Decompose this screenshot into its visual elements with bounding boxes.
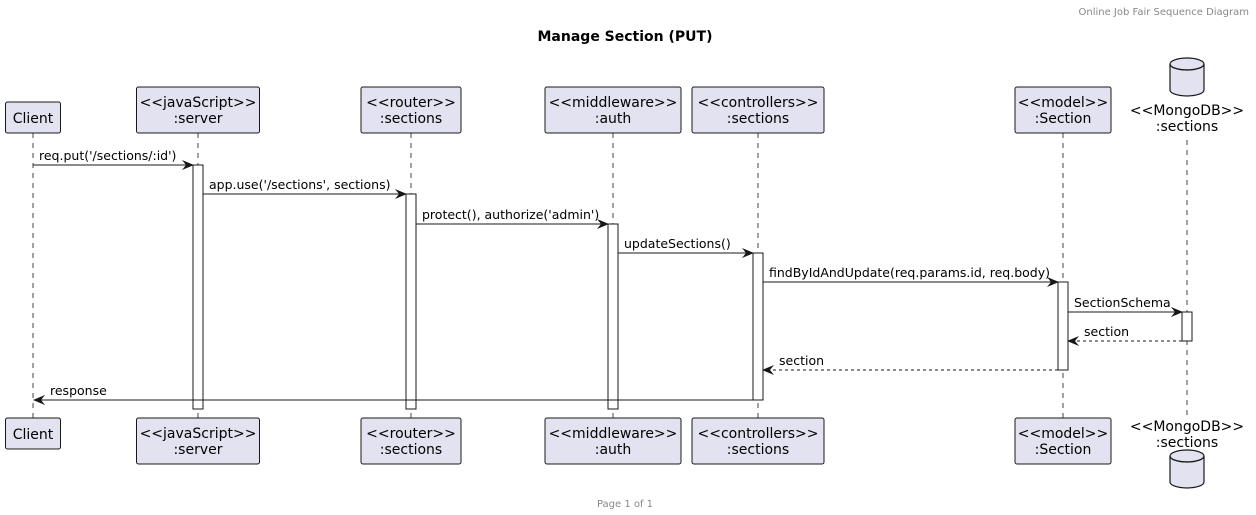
message-label-9: response [50, 383, 107, 398]
activation-bar-server [192, 164, 204, 410]
message-label-7: section [1084, 324, 1129, 339]
participant-box-auth-bottom [544, 417, 682, 465]
participant-model-top-line-2: :Section [1035, 111, 1092, 127]
message-label-2: app.use('/sections', sections) [209, 177, 390, 192]
participant-model-top-line-1: <<model>> [1018, 95, 1109, 111]
participant-auth-bottom-line-1: <<middleware>> [549, 426, 678, 442]
participant-controller-bottom-line-2: :sections [727, 442, 789, 458]
participant-db-top-line-1: <<MongoDB>> [1130, 103, 1244, 119]
activation-bar-db [1181, 311, 1193, 342]
participant-box-router-top [360, 86, 462, 134]
participant-router-bottom-line-1: <<router>> [366, 426, 456, 442]
message-label-3: protect(), authorize('admin') [422, 207, 599, 222]
participant-client-bottom-line-1: Client [13, 427, 54, 443]
participant-db-bottom-line-1: <<MongoDB>> [1130, 419, 1244, 435]
participant-box-controller-top [691, 86, 825, 134]
participant-controller-top-line-2: :sections [727, 111, 789, 127]
activation-bar-auth [607, 223, 619, 410]
participant-box-client-top [5, 101, 61, 134]
participant-box-model-bottom [1014, 417, 1112, 465]
participant-box-model-top [1014, 86, 1112, 134]
diagram-title: Manage Section (PUT) [538, 29, 713, 45]
participant-box-router-bottom [360, 417, 462, 465]
diagram-header: Online Job Fair Sequence Diagram [1079, 7, 1250, 18]
page-footer: Page 1 of 1 [597, 499, 653, 510]
message-label-6: SectionSchema [1074, 295, 1171, 310]
message-label-4: updateSections() [624, 236, 731, 251]
participant-box-server-bottom [136, 417, 260, 465]
message-label-8: section [779, 353, 824, 368]
message-label-1: req.put('/sections/:id') [39, 148, 176, 163]
database-icon [1169, 449, 1205, 489]
database-icon [1169, 57, 1205, 97]
participant-server-top-line-1: <<javaScript>> [140, 95, 257, 111]
participant-box-server-top [136, 86, 260, 134]
participant-client-top-line-1: Client [13, 111, 54, 127]
activation-bar-router [405, 193, 417, 410]
participant-router-top-line-2: :sections [380, 111, 442, 127]
participant-box-client-bottom [5, 417, 61, 450]
participant-model-bottom-line-1: <<model>> [1018, 426, 1109, 442]
message-label-5: findByIdAndUpdate(req.params.id, req.bod… [769, 265, 1050, 280]
participant-controller-bottom-line-1: <<controllers>> [697, 426, 818, 442]
activation-bar-controller [752, 252, 764, 401]
participant-router-bottom-line-2: :sections [380, 442, 442, 458]
activation-bar-model [1057, 281, 1069, 371]
participant-box-controller-bottom [691, 417, 825, 465]
participant-auth-top-line-1: <<middleware>> [549, 95, 678, 111]
participant-db-top-line-2: :sections [1156, 119, 1218, 135]
participant-model-bottom-line-2: :Section [1035, 442, 1092, 458]
participant-db-bottom-line-2: :sections [1156, 435, 1218, 451]
participant-auth-bottom-line-2: :auth [595, 442, 632, 458]
participant-server-bottom-line-1: <<javaScript>> [140, 426, 257, 442]
participant-router-top-line-1: <<router>> [366, 95, 456, 111]
participant-controller-top-line-1: <<controllers>> [697, 95, 818, 111]
participant-box-auth-top [544, 86, 682, 134]
participant-auth-top-line-2: :auth [595, 111, 632, 127]
participant-server-bottom-line-2: :server [173, 442, 222, 458]
participant-server-top-line-2: :server [173, 111, 222, 127]
